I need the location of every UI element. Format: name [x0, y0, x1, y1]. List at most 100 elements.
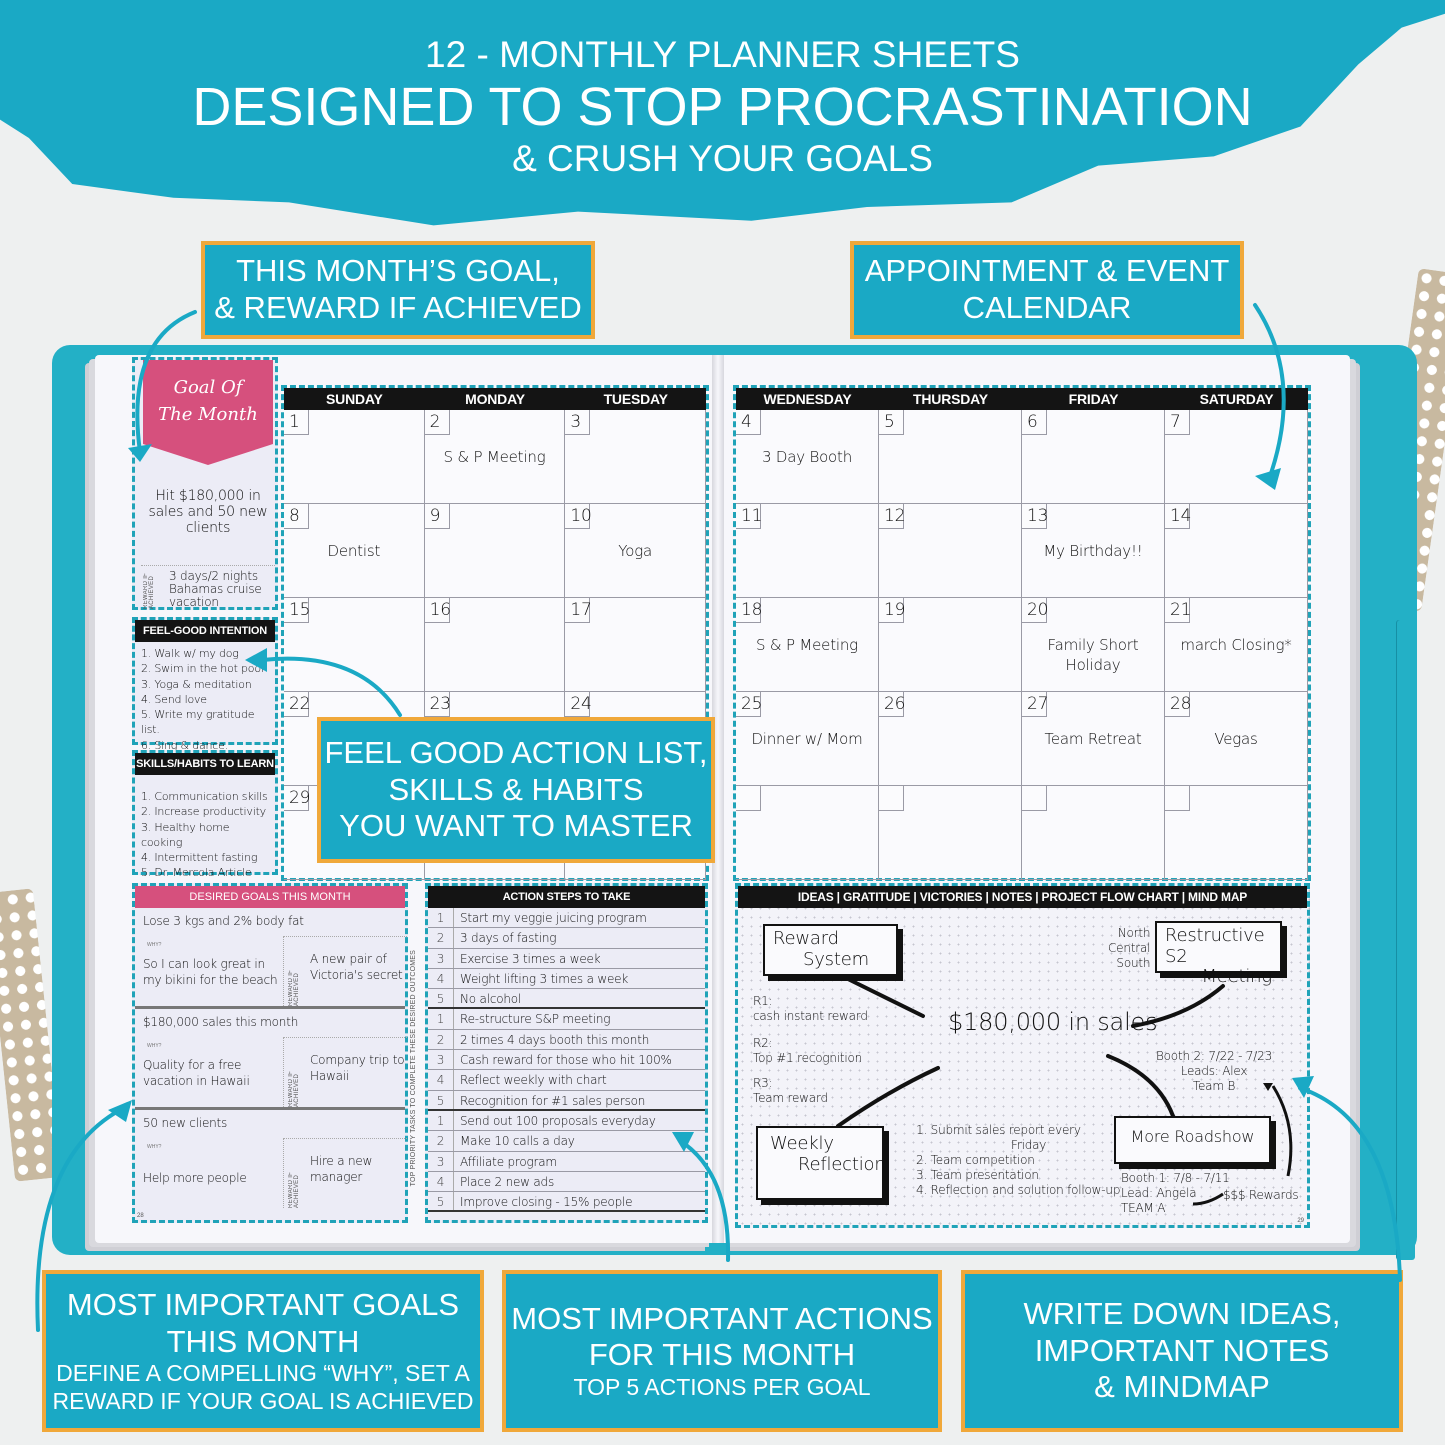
- day-number: 8: [284, 504, 309, 529]
- calendar-day-cell[interactable]: 11: [736, 504, 879, 598]
- mindmap-connector-lines: [836, 977, 1293, 1206]
- goal-why: Quality for a free vacation in Hawaii: [143, 1058, 250, 1089]
- list-item: 5. Dr. Mercola Article: [141, 866, 252, 880]
- day-event: 3 Day Booth: [761, 448, 853, 466]
- skills-title: SKILLS/HABITS TO LEARN: [135, 753, 275, 775]
- box-label: Reward: [773, 928, 839, 949]
- feel-good-title: FEEL-GOOD INTENTION: [135, 620, 275, 642]
- action-step-text: Make 10 calls a day: [460, 1134, 575, 1149]
- list-item: 1. Communication skills: [141, 790, 268, 803]
- day-number: 18: [736, 598, 762, 623]
- day-number: 1: [284, 410, 309, 435]
- calendar-day-cell[interactable]: 1: [284, 410, 425, 504]
- day-number: [1022, 786, 1047, 811]
- day-number: 6: [1022, 410, 1047, 435]
- calendar-day-cell[interactable]: 15: [284, 598, 425, 692]
- r3-text: Team reward: [753, 1091, 828, 1105]
- day-number: 19: [879, 598, 905, 623]
- list-item: 2. Increase productivity: [141, 805, 266, 819]
- list-item: 3. Yoga & meditation: [141, 677, 252, 691]
- day-event: S & P Meeting: [756, 636, 858, 654]
- day-saturday: SATURDAY: [1199, 391, 1274, 407]
- day-number: 3: [565, 410, 591, 435]
- callout-goals-month: MOST IMPORTANT GOALS THIS MONTH DEFINE A…: [42, 1270, 484, 1432]
- day-event: Vegas: [1214, 730, 1258, 748]
- calendar-day-cell[interactable]: 3: [565, 410, 706, 504]
- callout-actions-month: MOST IMPORTANT ACTIONS FOR THIS MONTH TO…: [502, 1270, 942, 1432]
- day-number: [879, 786, 904, 811]
- action-step-number: 2: [428, 1131, 454, 1151]
- goal-reward: Hire a new manager: [310, 1154, 373, 1185]
- callout-text: CALENDAR: [962, 290, 1132, 325]
- goal-reward-text: 3 days/2 nights Bahamas cruise vacation: [169, 569, 262, 610]
- day-number: 20: [1022, 598, 1048, 623]
- calendar-day-cell[interactable]: [1165, 786, 1308, 880]
- day-number: 23: [424, 692, 451, 717]
- region-north: North: [1117, 926, 1151, 940]
- goal-reward: Company trip to Hawaii: [310, 1053, 405, 1084]
- calendar-day-cell[interactable]: [736, 786, 879, 880]
- calendar-day-cell[interactable]: 19: [879, 598, 1022, 692]
- action-step-text: Place 2 new ads: [460, 1174, 555, 1189]
- day-event: Dentist: [327, 542, 381, 560]
- booth-2-info: Booth 2: 7/22 - 7/23 Leads: Alex Team B: [1156, 1049, 1272, 1094]
- callout-text: MOST IMPORTANT ACTIONS: [511, 1300, 933, 1336]
- calendar-day-cell[interactable]: 17: [565, 598, 706, 692]
- calendar-day-cell[interactable]: 26: [879, 692, 1022, 786]
- feel-good-list: 1. Walk w/ my dog 2. Swim in the hot poo…: [135, 642, 275, 757]
- action-step-number: 4: [428, 968, 454, 989]
- day-event: Family Short Holiday: [1047, 636, 1139, 674]
- day-number: 11: [736, 504, 762, 529]
- day-number: 22: [284, 692, 310, 717]
- day-number: 28: [1165, 692, 1191, 717]
- action-step-number: 3: [428, 1050, 454, 1070]
- calendar-day-cell[interactable]: 5: [879, 410, 1022, 504]
- calendar-day-cell[interactable]: 7: [1165, 410, 1308, 504]
- reward-label: REWARD IF ACHIEVED: [143, 572, 155, 609]
- action-step-text: 3 days of fasting: [460, 931, 557, 946]
- calendar-day-cell[interactable]: 16: [424, 598, 566, 692]
- calendar-day-cell[interactable]: 6: [1022, 410, 1165, 504]
- list-item: 2. Swim in the hot pool: [141, 662, 264, 676]
- mindmap-center: $180,000 in sales: [948, 1008, 1158, 1036]
- action-step-text: Re-structure S&P meeting: [460, 1012, 611, 1027]
- day-event: Yoga: [618, 542, 653, 560]
- calendar-day-cell[interactable]: [1022, 786, 1165, 880]
- goal-title: 50 new clients: [143, 1116, 228, 1130]
- calendar-day-cell[interactable]: [879, 786, 1022, 880]
- callout-subtext: TOP 5 ACTIONS PER GOAL: [573, 1374, 871, 1401]
- day-sunday: SUNDAY: [326, 391, 383, 407]
- day-thursday: THURSDAY: [913, 391, 988, 407]
- day-number: 9: [424, 504, 450, 529]
- day-number: 29: [284, 786, 310, 811]
- day-number: 14: [1165, 504, 1191, 529]
- page-number-right: 29: [1297, 1218, 1304, 1224]
- list-item: 4. Send love: [141, 692, 207, 706]
- calendar-day-cell[interactable]: 18 S & P Meeting: [736, 598, 879, 692]
- action-step-text: Send out 100 proposals everyday: [460, 1113, 656, 1128]
- day-number: 16: [424, 598, 451, 623]
- calendar-day-cell[interactable]: 14: [1165, 504, 1308, 598]
- calendar-day-cell[interactable]: 12: [879, 504, 1022, 598]
- r1-label: R1:: [753, 994, 773, 1008]
- day-event: S & P Meeting: [443, 448, 546, 466]
- day-number: 17: [565, 598, 592, 623]
- callout-text: THIS MONTH’S GOAL,: [236, 253, 560, 289]
- calendar-day-cell[interactable]: 9: [424, 504, 566, 598]
- desired-goals-panel: DESIRED GOALS THIS MONTH Lose 3 kgs and …: [132, 883, 408, 1223]
- action-step-number: 1: [428, 908, 454, 928]
